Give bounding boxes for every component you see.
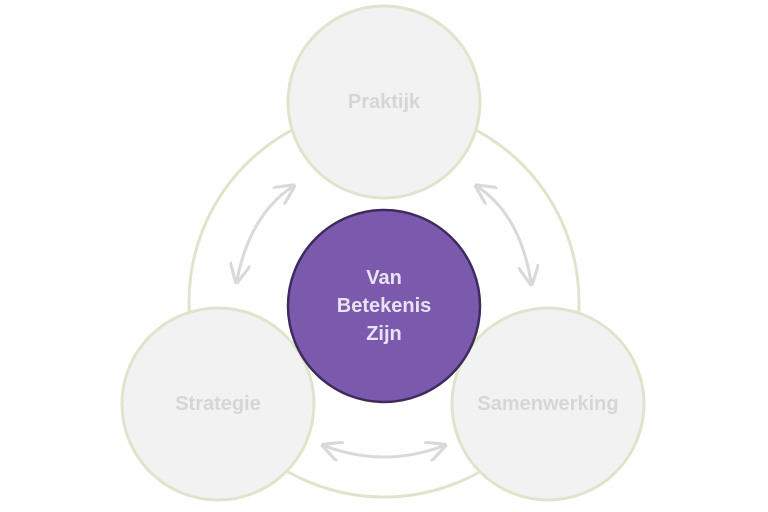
label-samenwerking: Samenwerking bbox=[477, 393, 619, 415]
node-praktijk bbox=[286, 4, 482, 200]
arrow-strategie-samenwerking bbox=[325, 446, 443, 457]
label-strategie: Strategie bbox=[175, 393, 261, 415]
center-label: Van Betekenis Zijn bbox=[288, 264, 480, 348]
center-label-line: Zijn bbox=[366, 323, 402, 345]
node-strategie bbox=[120, 306, 316, 502]
arrow-praktijk-strategie bbox=[237, 187, 292, 280]
center-node bbox=[286, 208, 482, 404]
center-label-line: Betekenis bbox=[336, 295, 432, 317]
node-samenwerking bbox=[450, 306, 646, 502]
arrow-praktijk-samenwerking bbox=[478, 187, 531, 282]
label-praktijk: Praktijk bbox=[347, 91, 421, 113]
center-label-line: Van bbox=[366, 267, 402, 289]
